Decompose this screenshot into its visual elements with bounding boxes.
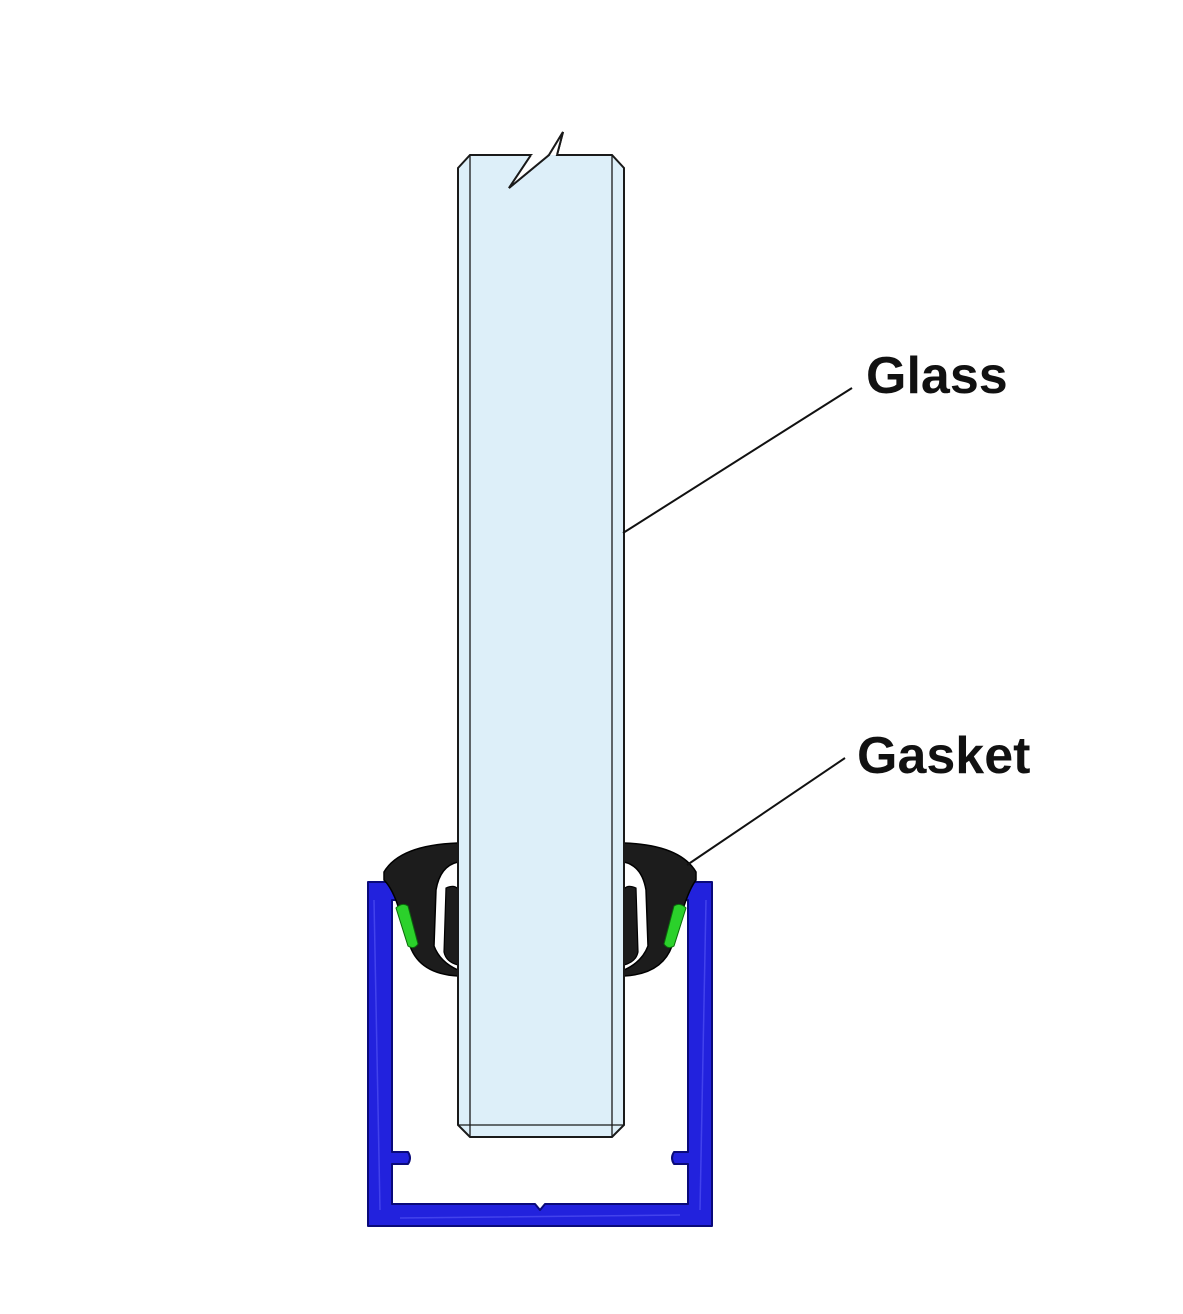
glass-label: Glass: [866, 347, 1008, 405]
glass-panel-edge-lines: [458, 155, 624, 1137]
gasket-left-outer: [383, 842, 459, 977]
gasket-left-insert: [395, 903, 419, 949]
u-channel-shading: [373, 899, 707, 1219]
gasket-right-outer: [623, 842, 697, 977]
gasket-label: Gasket: [857, 727, 1031, 785]
glass-leader-line: [622, 387, 853, 534]
glass-panel-break-mark: [508, 131, 564, 189]
u-channel-body: [367, 881, 713, 1227]
glass-panel: [457, 131, 625, 1138]
gasket-left: [383, 842, 459, 977]
gasket-leader-line: [686, 757, 846, 866]
gasket-right: [623, 842, 697, 977]
gasket-right-fin: [623, 885, 639, 966]
u-channel: [367, 881, 713, 1227]
gasket-left-fin: [443, 885, 459, 966]
glass-panel-body: [457, 131, 625, 1138]
gasket-right-insert: [663, 903, 687, 949]
